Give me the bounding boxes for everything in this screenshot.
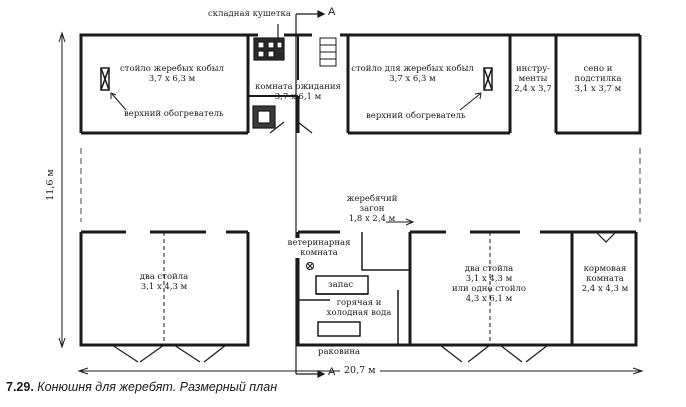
top-wing-walls [79,33,642,135]
heater-arrows [110,92,482,111]
two-stalls-right-label: два стойла 3,1 x 4,3 м или одно стойло 4… [434,264,544,304]
hay-line1: сено и [583,64,613,74]
stall-dividers [163,232,491,345]
stall-doors [111,121,617,363]
waiting-room-size: 3,7 x 6,1 м [274,92,322,102]
folding-cot-icon [253,24,285,61]
two-stalls-right-line3: или одно стойло [451,284,527,294]
foal-pen-line2: загон [359,204,385,214]
vet-room-interior [298,232,410,345]
waiting-room-name: комната ожидания [255,82,341,92]
stall-mid-name: стойло для жеребых кобыл [351,64,474,74]
table-icon [252,105,276,129]
shower-icon [319,37,337,67]
two-stalls-left-name: два стойла [139,272,189,282]
folding-cot-label: складная кушетка [208,9,291,19]
stall-left-label: стойло жеребых кобыл 3,7 x 6,3 м [112,64,232,84]
waiting-room-label: комната ожидания 3,7 x 6,1 м [248,82,348,102]
foal-pen-size: 1,8 x 2,4 м [348,214,396,224]
foal-pen-label: жеребячий загон 1,8 x 2,4 м [336,194,408,224]
tools-line1: инстру- [515,64,551,74]
dimension-lines [58,31,644,375]
stall-left-size: 3,7 x 6,3 м [148,74,196,84]
waiting-room-walls [248,35,299,97]
section-mark-top: A [328,6,336,18]
feed-room-line2: комната [586,274,624,284]
stall-mid-label: стойло для жеребых кобыл 3,7 x 6,3 м [350,64,475,84]
water-label: горячая и холодная вода [324,298,394,318]
foal-pen-line1: жеребячий [346,194,398,204]
heater-left-label: верхний обогреватель [124,109,224,119]
feed-room-line1: кормовая [583,264,627,274]
two-stalls-right-line2: 3,1 x 4,3 м [465,274,513,284]
water-line2: холодная вода [326,308,392,318]
stall-mid-size: 3,7 x 6,3 м [389,74,436,84]
heater-mid-label: верхний обогреватель [366,111,466,121]
section-mark-bottom: A [328,366,336,378]
figure-caption: 7.29. Конюшня для жеребят. Размерный пла… [6,380,277,394]
vet-room-label: ветеринарная комната [282,238,356,258]
two-stalls-left-label: два стойла 3,1 x 4,3 м [116,272,212,292]
hay-size: 3,1 x 3,7 м [574,84,622,94]
caption-number: 7.29. [6,380,34,394]
stall-left-name: стойло жеребых кобыл [120,64,224,74]
two-stalls-left-size: 3,1 x 4,3 м [140,282,188,292]
section-line [295,10,326,378]
vet-room-line1: ветеринарная [287,238,351,248]
supply-label: запас [328,280,354,290]
passage-guides [80,148,641,222]
vet-room-line2: комната [300,248,338,258]
caption-text: Конюшня для жеребят. Размерный план [37,380,278,394]
drain-icon [306,262,314,270]
tools-label: инстру- менты 2,4 x 3,7 [510,64,556,94]
width-dimension-label: 20,7 м [344,365,376,376]
tools-line2: менты [518,74,548,84]
pen-arrow [386,218,415,226]
sink-label: раковина [318,347,361,357]
feed-room-label: кормовая комната 2,4 x 4,3 м [574,264,636,294]
tools-size: 2,4 x 3,7 [514,84,552,94]
heater-icons [100,67,493,91]
hay-label: сено и подстилка 3,1 x 3,7 м [556,64,640,94]
water-line1: горячая и [336,298,382,308]
two-stalls-right-line1: два стойла [464,264,514,274]
height-dimension-label: 11,6 м [44,169,56,201]
two-stalls-right-line4: 4,3 x 6,1 м [465,294,513,304]
hay-line2: подстилка [574,74,622,84]
feed-room-size: 2,4 x 4,3 м [581,284,629,294]
